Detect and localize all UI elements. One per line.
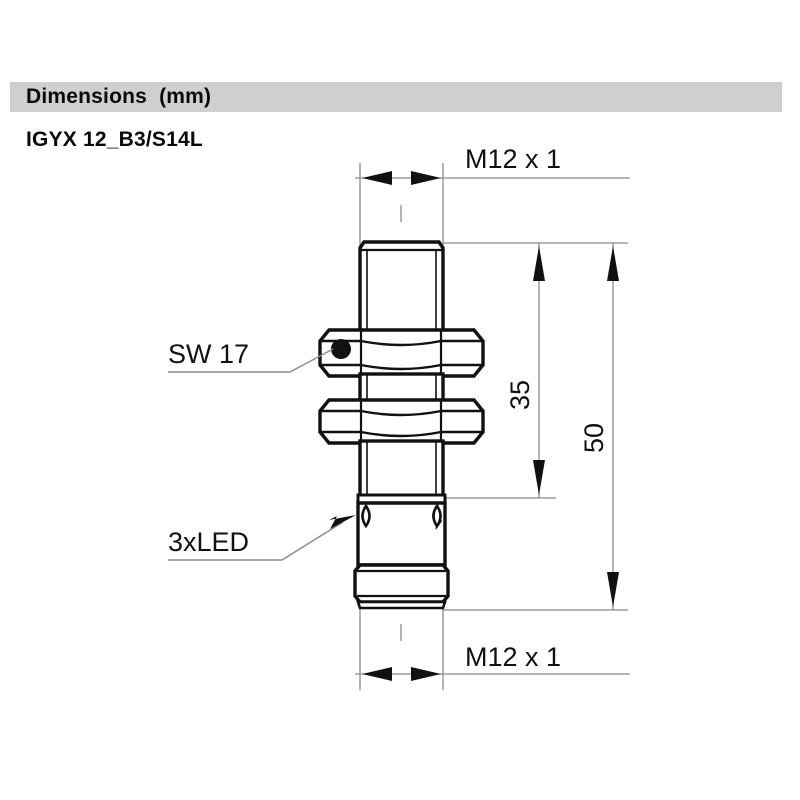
connector-end: [353, 563, 450, 610]
sw-marker-dot: [331, 339, 351, 359]
hex-nut-upper: [318, 328, 485, 378]
label-thread-bottom: M12 x 1: [465, 642, 561, 672]
label-sw17: SW 17: [168, 339, 249, 369]
sensor-body: [318, 240, 485, 610]
length-50-arrows: [607, 246, 619, 607]
label-thread-top: M12 x 1: [465, 144, 561, 174]
extension-lines: [355, 163, 630, 690]
barrel-lower: [358, 439, 445, 500]
bottom-thread-dimension-arrows: [362, 667, 441, 681]
leader-sw17: [168, 348, 334, 373]
leader-led-arrowhead: [329, 515, 356, 529]
leader-led: [168, 521, 344, 561]
label-length-35: 35: [505, 380, 535, 410]
part-number-label: IGYX 12_B3/S14L: [26, 128, 203, 151]
section-header-title: Dimensions (mm): [26, 85, 212, 108]
barrel-upper: [358, 240, 445, 335]
label-led: 3xLED: [168, 527, 249, 557]
label-length-50: 50: [579, 423, 609, 453]
led-window-section: [356, 501, 447, 567]
section-header-band: Dimensions (mm): [10, 82, 782, 112]
length-35-arrows: [533, 246, 545, 495]
top-thread-dimension-arrows: [362, 171, 441, 185]
hex-nut-lower: [318, 398, 485, 445]
